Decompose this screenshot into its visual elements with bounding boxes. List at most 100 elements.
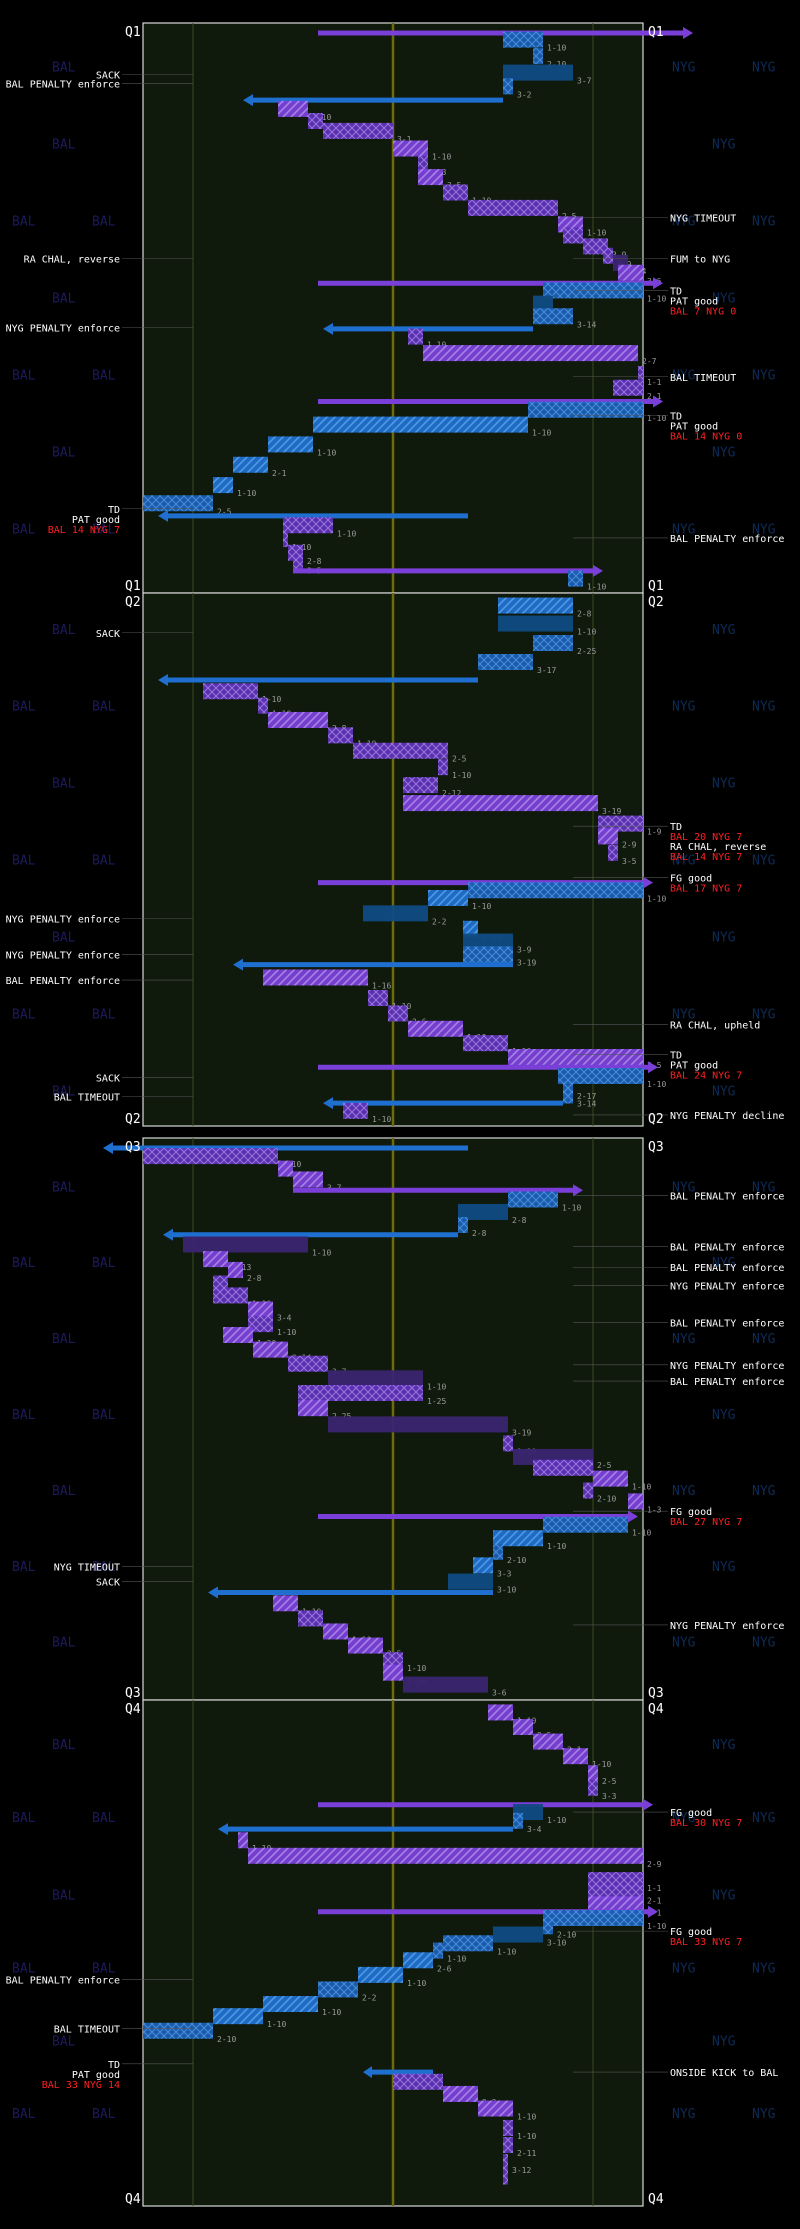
play-label: 1-9 bbox=[647, 828, 662, 837]
kick-arrow-head bbox=[158, 509, 168, 522]
play-bar bbox=[143, 495, 213, 512]
play-bar bbox=[278, 100, 308, 117]
play-label: 1-1 bbox=[647, 378, 662, 387]
play-bar bbox=[268, 711, 328, 728]
play-label: 1-10 bbox=[647, 1080, 666, 1089]
play-bar bbox=[583, 1482, 593, 1499]
kick-arrow-head bbox=[648, 1061, 658, 1074]
event-label: TD bbox=[670, 286, 682, 297]
play-bar bbox=[588, 1896, 643, 1913]
play-label: 3-19 bbox=[517, 958, 536, 967]
kick-arrow-head bbox=[653, 277, 663, 290]
play-bar bbox=[513, 1812, 523, 1829]
play-label: 3-7 bbox=[577, 77, 592, 86]
play-bar bbox=[288, 1355, 328, 1372]
play-label: 2-5 bbox=[452, 755, 467, 764]
event-label: PAT good bbox=[670, 421, 718, 432]
play-label: 1-3 bbox=[647, 1505, 662, 1514]
event-label: BAL TIMEOUT bbox=[54, 2024, 120, 2035]
play-bar bbox=[568, 570, 583, 587]
kick-arrow-head bbox=[573, 1184, 583, 1197]
background-layer bbox=[142, 22, 644, 2207]
kick-arrow-head bbox=[643, 876, 653, 889]
event-label: NYG PENALTY decline bbox=[670, 1111, 784, 1122]
play-bar bbox=[503, 64, 573, 81]
quarter-label: Q4 bbox=[125, 1702, 141, 1717]
event-label: FG good bbox=[670, 1808, 712, 1819]
event-label: BAL 14 NYG 7 bbox=[48, 525, 120, 536]
team-watermark-bal: BAL bbox=[12, 1961, 36, 1976]
quarter-label: Q4 bbox=[648, 1702, 664, 1717]
play-label: 3-10 bbox=[547, 1939, 566, 1948]
play-bar bbox=[498, 597, 573, 614]
team-watermark-bal: BAL bbox=[92, 1256, 116, 1271]
quarter-label: Q1 bbox=[125, 579, 141, 594]
play-bar bbox=[258, 697, 268, 714]
play-label: 2-8 bbox=[472, 1229, 487, 1238]
event-label: NYG TIMEOUT bbox=[670, 213, 736, 224]
play-label: 3-4 bbox=[527, 1825, 542, 1834]
play-bar bbox=[503, 2168, 508, 2185]
play-bar bbox=[598, 828, 618, 845]
play-bar bbox=[588, 1884, 643, 1901]
kick-arrow-head bbox=[158, 673, 168, 686]
event-label: BAL 30 NYG 7 bbox=[670, 1818, 742, 1829]
event-label: RA CHAL, upheld bbox=[670, 1021, 760, 1032]
play-bar bbox=[143, 2022, 213, 2039]
play-label: 1-10 bbox=[562, 1203, 581, 1212]
play-label: 3-10 bbox=[497, 1586, 516, 1595]
team-watermark-bal: BAL bbox=[52, 1332, 76, 1347]
team-watermark-bal: BAL bbox=[92, 1811, 116, 1826]
team-watermark-nyg: NYG bbox=[752, 700, 776, 715]
team-watermark-nyg: NYG bbox=[672, 1636, 696, 1651]
play-bar bbox=[213, 2008, 263, 2025]
play-label: 1-10 bbox=[647, 1922, 666, 1931]
play-bar bbox=[253, 1341, 288, 1358]
play-bar bbox=[443, 184, 468, 201]
event-label: FUM to NYG bbox=[670, 255, 730, 266]
play-label: 1-10 bbox=[237, 489, 256, 498]
play-bar bbox=[248, 1301, 273, 1318]
play-label: 1-10 bbox=[447, 1955, 466, 1964]
kick-arrow-head bbox=[648, 1905, 658, 1918]
play-bar bbox=[563, 227, 583, 244]
play-bar bbox=[588, 1872, 643, 1889]
play-bar bbox=[493, 1926, 543, 1943]
play-bar bbox=[328, 1370, 423, 1387]
play-label: 2-2 bbox=[362, 1993, 377, 2002]
play-label: 2-9 bbox=[622, 840, 637, 849]
play-bar bbox=[358, 1966, 403, 1983]
play-bar bbox=[468, 882, 643, 899]
play-bar bbox=[408, 328, 423, 345]
event-label: BAL TIMEOUT bbox=[670, 373, 736, 384]
play-bar bbox=[603, 247, 613, 264]
play-label: 1-10 bbox=[312, 1248, 331, 1257]
play-bar bbox=[613, 379, 643, 396]
play-label: 1-10 bbox=[592, 1760, 611, 1769]
team-watermark-nyg: NYG bbox=[672, 523, 696, 538]
kick-arrow-head bbox=[323, 1097, 333, 1110]
event-label: BAL 33 NYG 7 bbox=[670, 1937, 742, 1948]
kick-arrow-head bbox=[218, 1823, 228, 1836]
play-bar bbox=[608, 844, 618, 861]
play-label: 2-9 bbox=[647, 1860, 662, 1869]
quarter-label: Q1 bbox=[648, 25, 664, 40]
play-label: 1-10 bbox=[317, 448, 336, 457]
event-label: FG good bbox=[670, 1507, 712, 1518]
play-bar bbox=[203, 683, 258, 700]
event-label: FG good bbox=[670, 873, 712, 884]
team-watermark-bal: BAL bbox=[12, 1008, 36, 1023]
play-label: 1-10 bbox=[267, 2020, 286, 2029]
team-watermark-bal: BAL bbox=[12, 1560, 36, 1575]
event-label: BAL 20 NYG 7 bbox=[670, 832, 742, 843]
kick-arrow-head bbox=[243, 94, 253, 107]
event-label: BAL PENALTY enforce bbox=[6, 976, 120, 987]
team-watermark-nyg: NYG bbox=[672, 1008, 696, 1023]
kick-arrow-head bbox=[363, 2066, 372, 2079]
event-label: RA CHAL, reverse bbox=[24, 255, 120, 266]
play-label: 1-16 bbox=[372, 981, 391, 990]
play-label: 3-5 bbox=[622, 857, 637, 866]
event-label: TD bbox=[108, 2060, 120, 2071]
team-watermark-nyg: NYG bbox=[752, 1636, 776, 1651]
